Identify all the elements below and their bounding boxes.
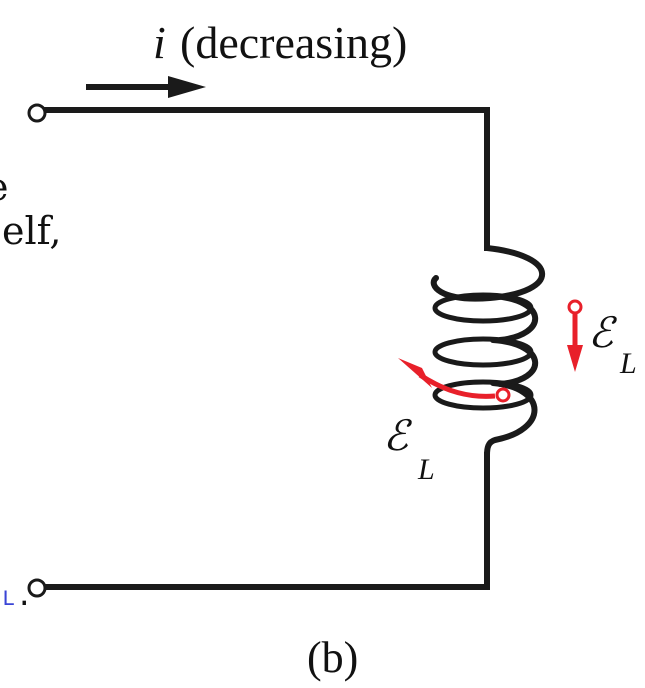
emf-symbol-left: ℰ	[383, 414, 413, 460]
bottom-terminal	[27, 578, 47, 598]
current-symbol: i	[153, 17, 166, 68]
cropped-text-line-2: elf,	[2, 209, 62, 253]
emf-symbol-right: ℰ	[588, 311, 618, 357]
top-wire	[42, 107, 490, 251]
figure-caption: (b)	[307, 633, 358, 682]
emf-subscript-right: L	[619, 347, 637, 380]
current-label-text: (decreasing)	[180, 17, 407, 68]
emf-label-left: ℰ L	[383, 414, 435, 486]
circuit-wires	[42, 107, 490, 590]
emf-arrow-right	[567, 299, 583, 372]
cropped-text-line-1: e	[0, 168, 9, 206]
bottom-wire	[42, 452, 490, 590]
inductor-coil	[430, 245, 546, 458]
cropped-subscript: L	[2, 587, 16, 612]
emf-arrow-left	[398, 358, 511, 403]
emf-label-right: ℰ L	[588, 311, 637, 380]
top-terminal	[27, 103, 47, 123]
emf-subscript-left: L	[417, 453, 435, 486]
current-direction-arrow	[86, 76, 206, 98]
